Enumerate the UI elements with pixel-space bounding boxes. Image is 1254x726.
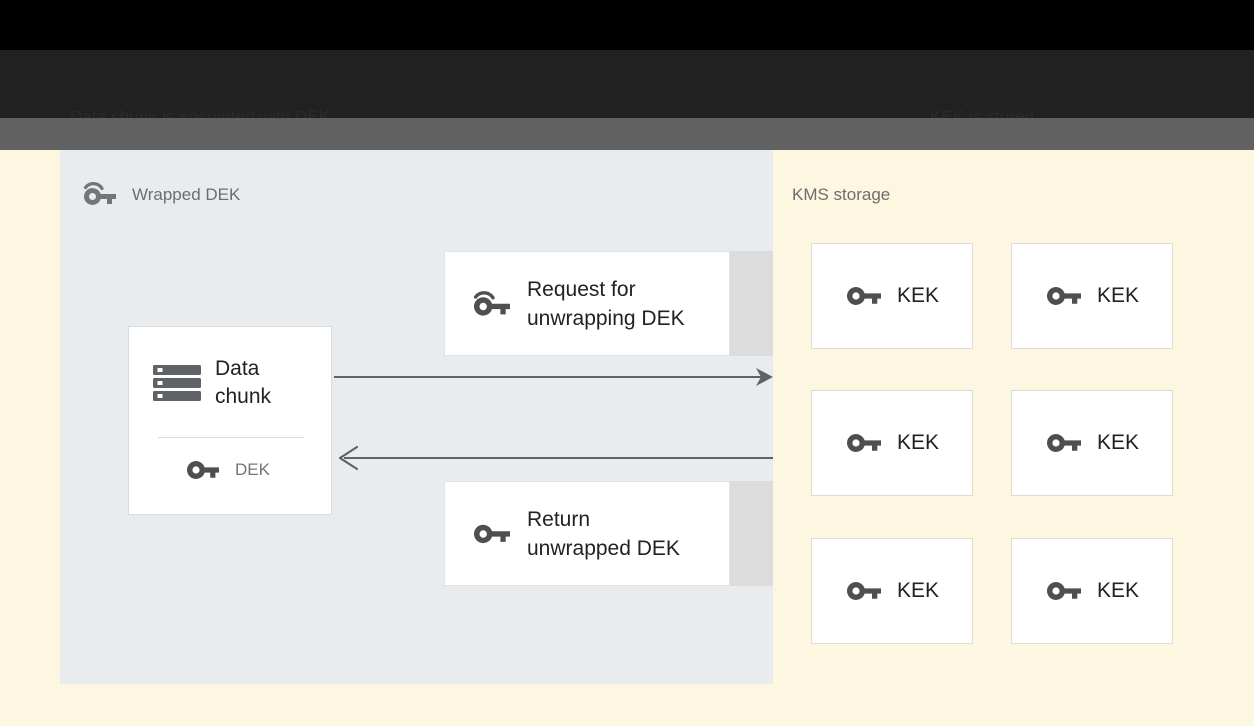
request-message-clip: Request for unwrapping DEK bbox=[444, 251, 773, 356]
kek-label: KEK bbox=[896, 431, 940, 454]
key-icon bbox=[1045, 577, 1083, 605]
kek-card[interactable]: KEK bbox=[811, 538, 973, 644]
kek-label: KEK bbox=[1096, 579, 1140, 602]
kms-storage-title: KMS storage bbox=[792, 185, 891, 204]
request-message-label: Request for unwrapping DEK bbox=[527, 277, 685, 330]
wrapped-key-icon bbox=[471, 287, 515, 321]
kek-card[interactable]: KEK bbox=[1011, 538, 1173, 644]
return-message-label: Return unwrapped DEK bbox=[527, 507, 680, 560]
key-icon bbox=[845, 282, 883, 310]
request-message-card[interactable]: Request for unwrapping DEK bbox=[444, 251, 730, 356]
key-icon bbox=[185, 457, 221, 483]
kek-card[interactable]: KEK bbox=[811, 390, 973, 496]
wrapped-key-icon bbox=[80, 180, 120, 210]
data-chunk-icon bbox=[149, 355, 205, 411]
data-chunk-label: Data chunk bbox=[215, 357, 272, 408]
key-icon bbox=[471, 517, 515, 551]
wrapped-dek-title: Wrapped DEK bbox=[132, 185, 241, 204]
return-message-clip: Return unwrapped DEK bbox=[444, 481, 773, 586]
return-message-card[interactable]: Return unwrapped DEK bbox=[444, 481, 730, 586]
kek-card[interactable]: KEK bbox=[811, 243, 973, 349]
header-caption-right: KEK is stored in Google's KMS bbox=[930, 107, 1035, 118]
chrome-band-black bbox=[0, 0, 1254, 50]
kek-label: KEK bbox=[896, 579, 940, 602]
key-icon bbox=[1045, 429, 1083, 457]
kek-label: KEK bbox=[896, 284, 940, 307]
dek-label: DEK bbox=[235, 460, 270, 479]
kek-label: KEK bbox=[1096, 431, 1140, 454]
chrome-band-gray bbox=[0, 118, 1254, 150]
data-chunk-card[interactable]: Data chunk DEK bbox=[128, 326, 332, 515]
key-icon bbox=[1045, 282, 1083, 310]
key-icon bbox=[845, 429, 883, 457]
header-caption-left: Data chunk is encrypted with DEK and is … bbox=[70, 107, 331, 118]
key-icon bbox=[845, 577, 883, 605]
dek-row: DEK bbox=[185, 457, 270, 483]
data-chunk-divider bbox=[158, 437, 304, 438]
chrome-band-dark: Data chunk is encrypted with DEK and is … bbox=[0, 50, 1254, 118]
data-chunk-row: Data chunk bbox=[149, 355, 271, 411]
kek-label: KEK bbox=[1096, 284, 1140, 307]
kek-card[interactable]: KEK bbox=[1011, 390, 1173, 496]
kek-card[interactable]: KEK bbox=[1011, 243, 1173, 349]
